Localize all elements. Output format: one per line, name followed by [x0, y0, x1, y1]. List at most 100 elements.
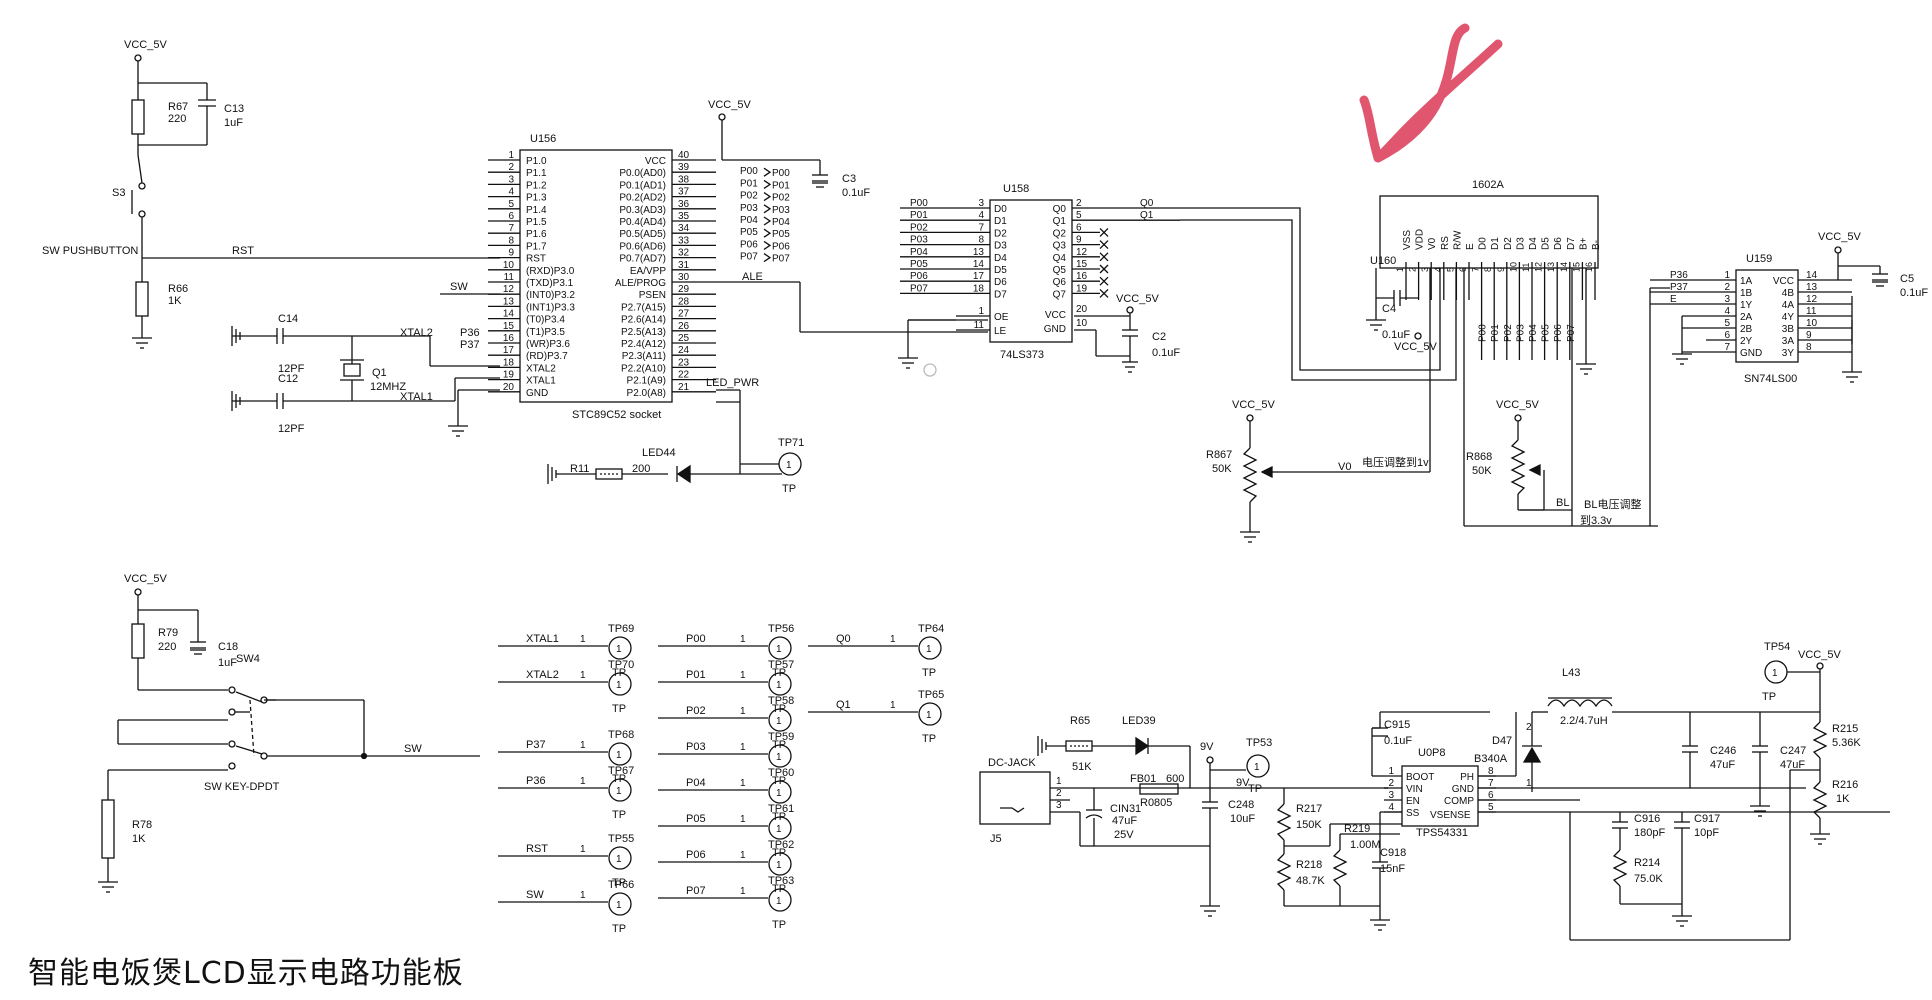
c5-value: 0.1uF — [1900, 287, 1928, 299]
mcu-pin-name: XTAL2 — [526, 363, 556, 374]
mcu-port-net: P07 — [740, 252, 758, 263]
lcd-pin-number: 5 — [1445, 267, 1455, 272]
mcu-port-net-offpage: P02 — [772, 193, 790, 204]
mcu-pin-name: P0.2(AD2) — [619, 193, 666, 204]
gate-pin-name: 4Y — [1782, 312, 1795, 323]
testpoint-pin-inner: 1 — [776, 680, 782, 691]
offpage-marker — [763, 216, 772, 226]
latch-part: 74LS373 — [1000, 349, 1044, 361]
mcu-pin-name: RST — [526, 254, 546, 265]
mcu-pin-number: 39 — [678, 162, 690, 173]
no-connect-mark — [1099, 252, 1109, 262]
mcu-pin-number: 25 — [678, 333, 690, 344]
offpage-marker — [763, 192, 772, 202]
lcd-pin-number: 4 — [1433, 267, 1443, 272]
c915-value: 0.1uF — [1384, 735, 1412, 747]
c14-ref: C14 — [278, 313, 298, 325]
regulator-pin-name: BOOT — [1406, 772, 1434, 783]
latch-body — [989, 199, 1073, 343]
mcu-pin-name: (RD)P3.7 — [526, 351, 568, 362]
gate-input-net: E — [1670, 294, 1677, 305]
fb01-package: R0805 — [1140, 797, 1172, 809]
r867-ref: R867 — [1206, 449, 1232, 461]
mcu-port-net-offpage: P04 — [772, 217, 790, 228]
lcd-data-net: P05 — [1541, 324, 1552, 342]
regulator-pin-name: COMP — [1444, 796, 1474, 807]
testpoint-ref: TP55 — [608, 833, 634, 845]
l43-value: 2.2/4.7uH — [1560, 715, 1608, 727]
latch-pin-name: Q1 — [1053, 216, 1067, 227]
gate-pin-name: 3Y — [1782, 348, 1795, 359]
c248-ref: C248 — [1228, 799, 1254, 811]
testpoint-pin: 1 — [740, 814, 746, 825]
offpage-marker — [763, 240, 772, 250]
pot-r867: VCC_5V R867 50K — [1206, 399, 1278, 543]
lcd-pin-name: D7 — [1566, 237, 1577, 250]
testpoint-net: Q0 — [836, 633, 851, 645]
mcu-port-net: P03 — [740, 203, 758, 214]
mcu-pin-name: P0.5(AD5) — [619, 229, 666, 240]
gate-pin-name: 4A — [1782, 300, 1795, 311]
r868-ref: R868 — [1466, 451, 1492, 463]
latch-pin-name: Q2 — [1053, 228, 1067, 239]
mcu-pin-number: 22 — [678, 370, 690, 381]
testpoint-pin: 1 — [890, 634, 896, 645]
regulator-circuit: DC-JACK J5 1 2 3 R65 51K LED39 FB01 600 … — [979, 641, 1890, 941]
latch-pin-name: Q5 — [1053, 265, 1067, 276]
vcc-label-latch: VCC_5V — [1116, 293, 1159, 305]
gate-pin-number: 7 — [1724, 342, 1730, 353]
latch-pin-number: 3 — [978, 198, 984, 209]
gate-pin-name: GND — [1740, 348, 1762, 359]
mcu-pin-name: P0.3(AD3) — [619, 205, 666, 216]
latch-pin-number: 14 — [973, 259, 985, 270]
jack-pin1: 1 — [1056, 776, 1062, 787]
gate-ref: U159 — [1746, 253, 1772, 265]
testpoint-net: RST — [526, 843, 548, 855]
gate-u159: U159 11A21B31Y42A52B62Y7GND14VCC134B124A… — [1649, 231, 1928, 526]
testpoint-net: P04 — [686, 777, 706, 789]
gate-pin-number: 12 — [1806, 294, 1818, 305]
testpoint-pin-inner: 1 — [776, 824, 782, 835]
testpoint-net: P00 — [686, 633, 706, 645]
svg-text:2: 2 — [1526, 722, 1532, 733]
jack-pin2: 2 — [1056, 788, 1062, 799]
testpoint-ref: TP57 — [768, 659, 794, 671]
testpoint-label: TP — [612, 923, 626, 935]
c246-value: 47uF — [1710, 759, 1735, 771]
c13-ref: C13 — [224, 103, 244, 115]
gate-input-net: P37 — [1670, 282, 1688, 293]
mcu-pin-number: 8 — [508, 235, 514, 246]
testpoint-symbol — [608, 892, 632, 916]
testpoint-pin: 1 — [740, 670, 746, 681]
mcu-pin-name: PSEN — [639, 290, 666, 301]
testpoint-symbol — [918, 702, 942, 726]
latch-pin-number: 11 — [974, 320, 985, 331]
r65-ref: R65 — [1070, 715, 1090, 727]
no-connect-mark — [1099, 240, 1109, 250]
mcu-pin-name: VCC — [645, 156, 666, 167]
regulator-pin-number: 4 — [1388, 802, 1394, 813]
latch-input-net: P01 — [910, 210, 928, 221]
mcu-pin-number: 35 — [678, 211, 690, 222]
testpoint-pin: 1 — [890, 700, 896, 711]
no-connect-mark — [1099, 227, 1109, 237]
mcu-pin-name: P2.2(A10) — [621, 363, 666, 374]
testpoint-ref: TP61 — [768, 803, 794, 815]
c4-value: 0.1uF — [1382, 329, 1410, 341]
latch-pin-number: 18 — [973, 283, 985, 294]
jack-ref: J5 — [990, 833, 1002, 845]
cin31-voltage: 25V — [1114, 829, 1134, 841]
mcu-pin-name: P0.1(AD1) — [619, 180, 666, 191]
testpoint-ref: TP70 — [608, 659, 634, 671]
mcu-pin-number: 23 — [678, 357, 690, 368]
mcu-pin-name: P1.1 — [526, 168, 547, 179]
r65-value: 51K — [1072, 761, 1092, 773]
testpoint-ref: TP69 — [608, 623, 634, 635]
latch-pin-number: 2 — [1076, 198, 1082, 209]
gate-input-net: P36 — [1670, 270, 1688, 281]
mcu-port-net-offpage: P07 — [772, 254, 790, 265]
sw4-ref: SW4 — [236, 653, 260, 665]
lcd-pin-number: 2 — [1408, 267, 1418, 272]
mcu-pin-number: 28 — [678, 296, 690, 307]
testpoint-net: Q1 — [836, 699, 851, 711]
